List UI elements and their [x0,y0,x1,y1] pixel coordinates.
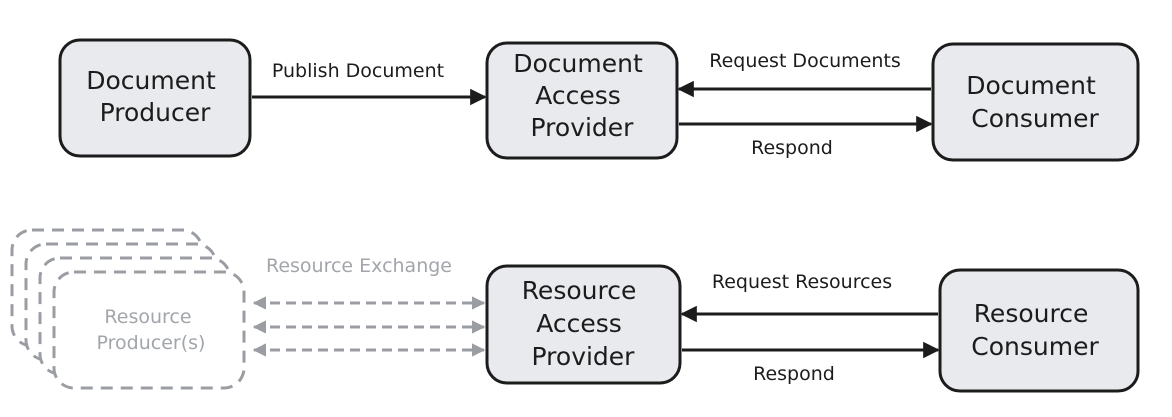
document-provider-line-3: Provider [531,113,635,142]
svg-text:Document Consumer: Document Consumer [966,71,1103,133]
resource-respond-label: Respond [753,363,835,385]
svg-text:Document Producer: Document Producer [86,66,223,127]
resource-exchange-label: Resource Exchange [266,255,452,277]
resource-provider-line-1: Resource [522,276,637,305]
document-consumer-box: Document Consumer [931,42,1140,162]
svg-text:Resource Access Pr: Resource Access Provider [522,276,645,371]
resource-provider-line-3: Provider [532,342,636,371]
document-respond-label: Respond [751,137,833,159]
svg-text:Resource Producer(s): Resource Producer(s) [97,306,206,354]
svg-text:Resource Consumer: Resource Consumer [971,299,1099,361]
resource-producers-stack: Resource Producer(s) [10,228,246,390]
resource-producers-line-1: Resource [104,306,191,328]
request-resources-label: Request Resources [712,271,892,293]
document-consumer-line-1: Document [966,71,1096,100]
document-provider-line-1: Document [513,49,643,78]
document-producer-line-1: Document [86,66,216,95]
document-access-provider-box: Document Access Provider [485,41,679,160]
resource-consumer-line-1: Resource [974,299,1089,328]
resource-access-provider-box: Resource Access Provider [485,264,682,385]
resource-provider-line-2: Access [536,309,622,338]
document-producer-box: Document Producer [58,38,252,158]
resource-consumer-box: Resource Consumer [938,268,1140,393]
resource-producers-line-2: Producer(s) [97,332,206,354]
resource-consumer-line-2: Consumer [971,332,1099,361]
document-producer-line-2: Producer [100,98,212,127]
publish-document-label: Publish Document [272,60,444,82]
document-provider-line-2: Access [535,81,621,110]
request-documents-label: Request Documents [709,50,901,72]
svg-text:Document Access Pr: Document Access Provider [513,49,650,142]
document-consumer-line-2: Consumer [971,104,1099,133]
